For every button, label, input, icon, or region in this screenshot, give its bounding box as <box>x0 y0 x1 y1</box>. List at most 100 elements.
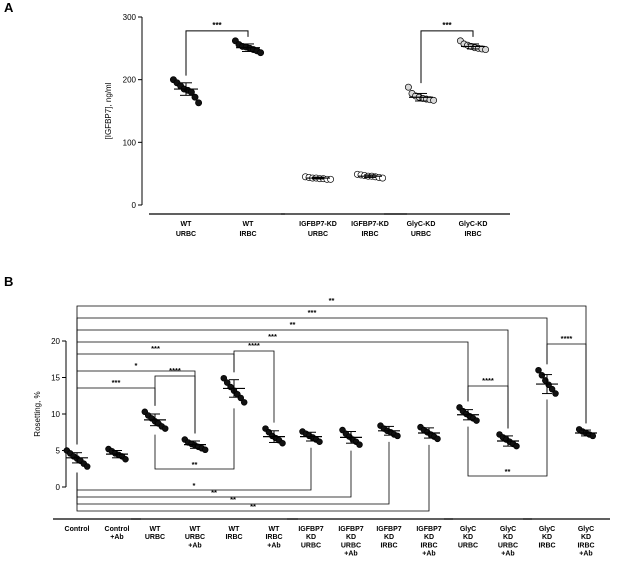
category-label: WT <box>181 221 193 228</box>
significance-label: ** <box>290 320 296 329</box>
significance-bracket <box>154 375 196 434</box>
category-label: URBC <box>341 542 361 549</box>
category-label: URBC <box>498 542 518 549</box>
y-axis-label: [IGFBP7], ng/ml <box>104 82 113 139</box>
category-label: WT <box>243 221 255 228</box>
significance-label: *** <box>268 332 277 341</box>
category-label: IGFBP7-KD <box>351 221 389 228</box>
data-point <box>195 99 203 107</box>
significance-bracket <box>76 444 430 512</box>
significance-bracket <box>546 343 587 424</box>
category-label: +Ab <box>267 542 280 549</box>
category-label: URBC <box>411 231 431 238</box>
category-label: URBC <box>185 534 205 541</box>
data-point <box>394 432 401 440</box>
data-point <box>552 390 559 397</box>
significance-bracket <box>420 30 474 84</box>
y-tick-label: 20 <box>51 337 60 346</box>
significance-label: ** <box>230 495 236 504</box>
category-label: URBC <box>145 534 165 541</box>
category-label: GlyC-KD <box>459 221 488 228</box>
data-point <box>535 366 542 374</box>
category-label: +Ab <box>422 551 435 558</box>
significance-bracket <box>467 385 509 429</box>
significance-label: ** <box>250 502 256 511</box>
category-label: GlyC-KD <box>407 221 436 228</box>
data-point <box>473 417 480 424</box>
category-label: IRBC <box>464 231 481 238</box>
y-axis-label: Rosetting, % <box>33 391 42 436</box>
category-label: KD <box>542 534 552 541</box>
category-label: WT <box>269 526 281 533</box>
category-label: +Ab <box>188 542 201 549</box>
significance-label: *** <box>442 21 452 30</box>
significance-bracket <box>233 350 275 423</box>
y-tick-label: 200 <box>123 76 137 85</box>
significance-label: * <box>193 481 196 490</box>
significance-label: *** <box>151 344 160 353</box>
category-label: KD <box>503 534 513 541</box>
significance-bracket <box>76 329 509 445</box>
category-label: GlyC <box>500 526 516 533</box>
category-label: KD <box>463 534 473 541</box>
significance-bracket <box>185 30 249 76</box>
data-point <box>191 93 199 101</box>
category-label: URBC <box>301 542 321 549</box>
significance-label: *** <box>308 308 317 317</box>
y-tick-label: 5 <box>56 447 61 456</box>
data-point <box>279 439 286 447</box>
category-label: URBC <box>176 231 196 238</box>
significance-bracket <box>76 341 469 445</box>
significance-bracket <box>76 317 548 445</box>
data-point <box>356 441 363 448</box>
data-point <box>316 438 323 445</box>
panel-label: A <box>4 0 14 15</box>
category-label: GlyC <box>460 526 476 533</box>
category-label: KD <box>306 534 316 541</box>
y-tick-label: 10 <box>51 410 60 419</box>
data-point <box>548 385 556 393</box>
data-point <box>237 394 245 402</box>
significance-label: ** <box>329 296 335 305</box>
significance-label: *** <box>112 378 121 387</box>
category-label: GlyC <box>539 526 555 533</box>
category-label: WT <box>229 526 241 533</box>
significance-label: ** <box>505 467 511 476</box>
data-point <box>161 425 169 432</box>
data-point <box>430 96 438 104</box>
data-point <box>240 399 248 406</box>
y-tick-label: 0 <box>132 201 137 210</box>
significance-label: ** <box>211 488 217 497</box>
category-label: Control <box>65 526 90 533</box>
category-label: IRBC <box>380 542 397 549</box>
category-label: +Ab <box>110 534 123 541</box>
data-point <box>122 456 129 463</box>
data-point <box>327 175 335 183</box>
category-label: KD <box>581 534 591 541</box>
significance-bracket <box>467 399 548 477</box>
y-tick-label: 0 <box>56 483 61 492</box>
data-point <box>434 435 441 443</box>
data-point <box>223 379 231 386</box>
data-point <box>257 49 265 57</box>
category-label: URBC <box>308 231 328 238</box>
category-label: +Ab <box>501 551 514 558</box>
significance-label: **** <box>248 341 260 350</box>
category-label: IRBC <box>225 534 242 541</box>
panel-label: B <box>4 274 13 289</box>
y-tick-label: 300 <box>123 13 137 22</box>
significance-bracket <box>154 408 235 470</box>
category-label: IGFBP7-KD <box>299 221 337 228</box>
category-label: KD <box>384 534 394 541</box>
data-point <box>513 442 520 450</box>
significance-bracket <box>76 353 235 445</box>
category-label: KD <box>424 534 434 541</box>
category-label: +Ab <box>344 551 357 558</box>
category-label: IGFBP7 <box>416 526 441 533</box>
category-label: IRBC <box>577 542 594 549</box>
category-label: IRBC <box>239 231 256 238</box>
significance-label: **** <box>169 366 181 375</box>
category-label: URBC <box>458 542 478 549</box>
